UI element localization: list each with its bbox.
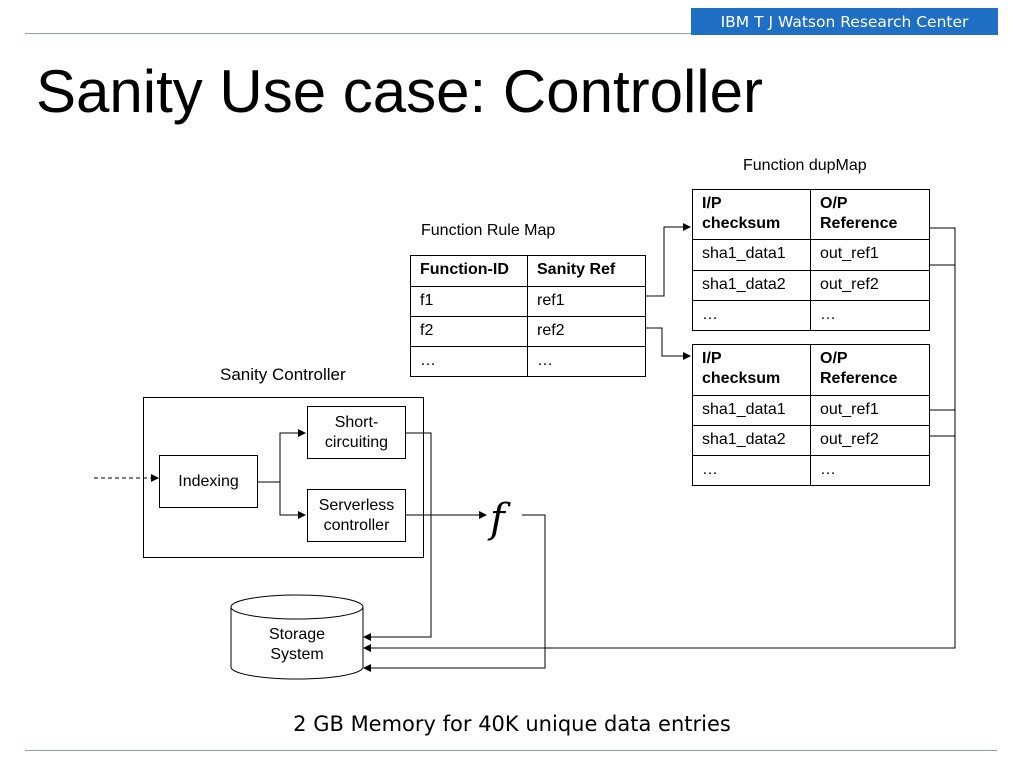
table-header-cell: I/P checksum [692, 189, 811, 240]
table-cell: ref1 [527, 286, 646, 317]
short-circuiting-box: Short-circuiting [307, 406, 406, 459]
table-cell: out_ref2 [810, 425, 930, 456]
table-row: I/P checksum O/P Reference [692, 344, 930, 396]
f-to-storage-arrow [363, 514, 546, 672]
table-row: … … [692, 455, 930, 486]
table-row: sha1_data1 out_ref1 [692, 395, 930, 426]
table-header-cell: O/P Reference [810, 344, 930, 396]
table-cell: sha1_data2 [692, 270, 811, 301]
sanity-controller-box [143, 397, 424, 558]
table-header-cell: O/P Reference [810, 189, 930, 240]
storage-label: Storage System [268, 626, 326, 663]
table-row: f2 ref2 [410, 316, 646, 347]
table-cell: sha1_data2 [692, 425, 811, 456]
dupmap-to-storage-arrow [363, 227, 956, 652]
table-row: I/P checksum O/P Reference [692, 189, 930, 240]
table-cell: out_ref1 [810, 395, 930, 426]
table-cell: … [810, 455, 930, 486]
table-cell: f2 [410, 316, 528, 347]
short-to-storage-arrow [363, 432, 432, 641]
table-header-cell: Sanity Ref [527, 255, 646, 287]
f2-to-dupmap2-arrow [645, 327, 691, 360]
index-to-short-arrow [258, 429, 306, 483]
table-row: Function-ID Sanity Ref [410, 255, 646, 287]
table-row: sha1_data1 out_ref1 [692, 239, 930, 271]
table-cell: sha1_data1 [692, 239, 811, 271]
table-cell: … [692, 300, 811, 331]
dupmap-table-2: I/P checksum O/P Reference sha1_data1 ou… [692, 344, 930, 486]
index-to-serverless-arrow [279, 482, 306, 519]
dupmap-table-1: I/P checksum O/P Reference sha1_data1 ou… [692, 189, 930, 331]
table-row: sha1_data2 out_ref2 [692, 270, 930, 301]
function-symbol: f [490, 496, 505, 542]
table-row: f1 ref1 [410, 286, 646, 317]
header-rule [25, 33, 997, 34]
table-cell: out_ref2 [810, 270, 930, 301]
indexing-box: Indexing [159, 455, 258, 508]
table-cell: … [810, 300, 930, 331]
table-row: sha1_data2 out_ref2 [692, 425, 930, 456]
table-cell: f1 [410, 286, 528, 317]
dupmap-label: Function dupMap [743, 157, 867, 174]
table-cell: out_ref1 [810, 239, 930, 271]
table-header-cell: Function-ID [410, 255, 528, 287]
storage-cylinder [230, 594, 364, 680]
footer-rule [25, 750, 997, 751]
table-header-cell: I/P checksum [692, 344, 811, 396]
serverless-controller-box: Serverless controller [307, 489, 406, 542]
table-row: … … [410, 346, 646, 377]
slide-title: Sanity Use case: Controller [36, 58, 763, 125]
table-cell: sha1_data1 [692, 395, 811, 426]
controller-label: Sanity Controller [220, 365, 346, 384]
table-cell: … [527, 346, 646, 377]
table-cell: … [692, 455, 811, 486]
table-cell: ref2 [527, 316, 646, 347]
rule-map-table: Function-ID Sanity Ref f1 ref1 f2 ref2 …… [410, 255, 646, 377]
org-badge: IBM T J Watson Research Center [691, 8, 998, 35]
table-cell: … [410, 346, 528, 377]
rule-map-label: Function Rule Map [421, 222, 556, 239]
f1-to-dupmap1-arrow [645, 223, 691, 297]
slide-caption: 2 GB Memory for 40K unique data entries [293, 712, 731, 736]
table-row: … … [692, 300, 930, 331]
